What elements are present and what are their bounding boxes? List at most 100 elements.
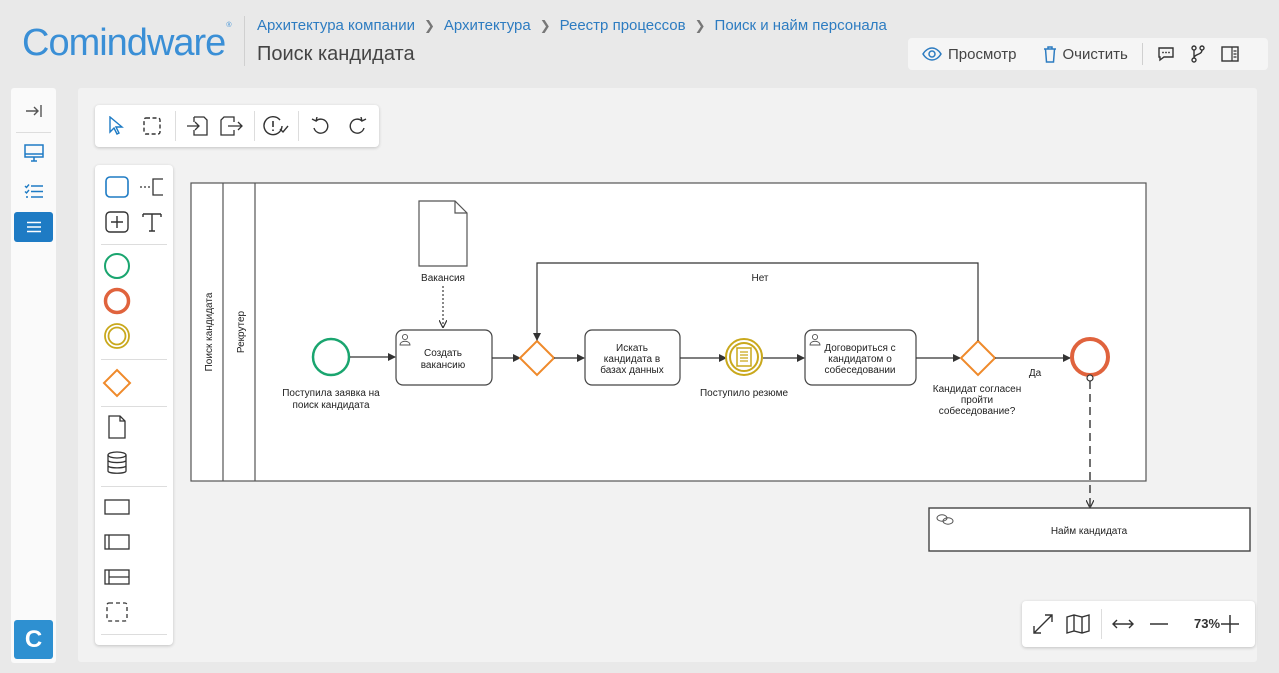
user-icon — [809, 333, 821, 346]
palette-end-event[interactable] — [102, 286, 132, 316]
merge-gateway[interactable] — [518, 339, 556, 377]
rail-item-architecture[interactable] — [14, 212, 53, 242]
properties-panel-button[interactable] — [1215, 39, 1245, 69]
page-title: Поиск кандидата — [257, 43, 415, 65]
palette-annotation[interactable] — [137, 172, 167, 202]
expand-icon — [1033, 614, 1053, 634]
task-search-label-1: Искать — [616, 343, 648, 354]
task-agree-label-3: собеседовании — [824, 364, 895, 376]
minus-icon — [1150, 623, 1168, 625]
pool[interactable]: Поиск кандидата Рекрутер — [190, 182, 1147, 482]
rail-item-desktop[interactable] — [14, 138, 53, 168]
redo-button[interactable] — [342, 111, 372, 141]
validate-icon — [263, 116, 289, 136]
fit-to-screen-button[interactable] — [1028, 609, 1058, 639]
dashed-rectangle-icon — [106, 602, 128, 622]
breadcrumb-item-company-architecture[interactable]: Архитектура компании — [257, 17, 415, 34]
undo-button[interactable] — [306, 111, 336, 141]
editor-toolbar — [95, 105, 379, 147]
pool-label: Поиск кандидата — [204, 292, 215, 371]
palette-intermediate-event[interactable] — [102, 321, 132, 351]
export-icon — [220, 116, 243, 136]
lasso-tool-button[interactable] — [137, 111, 167, 141]
toolbar-divider — [1141, 43, 1143, 65]
intermediate-message-event[interactable] — [725, 338, 763, 376]
annotation-icon — [140, 178, 163, 196]
zoom-level: 73% — [1194, 616, 1221, 631]
lane-label: Рекрутер — [236, 310, 247, 353]
toolbar-divider — [175, 111, 176, 141]
select-tool-button[interactable] — [101, 111, 131, 141]
subprocess-icon — [105, 211, 129, 233]
task-icon — [105, 176, 129, 198]
dashed-selection-icon — [143, 117, 161, 135]
trash-icon — [1043, 46, 1056, 63]
redo-icon — [349, 117, 367, 134]
palette-subprocess[interactable] — [102, 207, 132, 237]
intermediate-event-label: Поступило резюме — [700, 388, 788, 399]
header-divider — [244, 16, 245, 66]
sequence-flow-no[interactable] — [533, 262, 979, 341]
palette-selection-group[interactable] — [102, 597, 132, 627]
task-search-label-2: кандидата в — [604, 354, 660, 365]
task-create-label-1: Создать — [424, 348, 462, 359]
fit-width-button[interactable] — [1108, 609, 1138, 639]
text-icon — [142, 213, 162, 232]
flow-label-no: Нет — [751, 273, 768, 284]
rail-item-tasks[interactable] — [14, 176, 53, 206]
palette-group[interactable] — [102, 492, 132, 522]
gateway-label-2: пройти — [961, 395, 993, 406]
clear-button[interactable]: Очистить — [1043, 45, 1128, 63]
intermediate-event-icon — [104, 323, 130, 349]
zoom-out-button[interactable] — [1144, 609, 1174, 639]
pool-icon — [104, 534, 130, 550]
collapse-rail-button[interactable] — [14, 96, 53, 126]
data-object-vacancy[interactable] — [418, 200, 468, 267]
eye-icon — [922, 47, 942, 61]
task-agree-label-2: кандидатом о — [828, 354, 892, 365]
clear-button-label: Очистить — [1062, 45, 1128, 63]
user-icon — [399, 333, 411, 346]
task-search-label-3: базах данных — [600, 364, 664, 376]
breadcrumb-item-process-registry[interactable]: Реестр процессов — [559, 17, 686, 34]
rectangle-icon — [104, 499, 130, 515]
palette-pool[interactable] — [102, 527, 132, 557]
validate-button[interactable] — [261, 111, 291, 141]
palette-text[interactable] — [137, 207, 167, 237]
linked-process-hiring[interactable] — [928, 507, 1251, 552]
palette-divider — [101, 359, 167, 360]
versions-button[interactable] — [1183, 39, 1213, 69]
import-icon — [187, 116, 208, 136]
breadcrumb-item-architecture[interactable]: Архитектура — [443, 17, 531, 34]
document-icon — [736, 347, 752, 367]
end-event[interactable] — [1070, 337, 1110, 377]
view-button[interactable]: Просмотр — [922, 46, 1017, 63]
palette-start-event[interactable] — [102, 251, 132, 281]
breadcrumb-item-hiring[interactable]: Поиск и найм персонала — [714, 17, 887, 34]
start-event-icon — [104, 253, 130, 279]
app-logo-button[interactable]: C — [14, 620, 53, 659]
palette-gateway[interactable] — [102, 368, 132, 398]
decision-gateway[interactable] — [959, 339, 997, 377]
palette-data-store[interactable] — [102, 448, 132, 478]
palette-task[interactable] — [102, 172, 132, 202]
task-create-label-2: вакансию — [421, 360, 466, 371]
import-button[interactable] — [182, 111, 212, 141]
link-icon — [936, 514, 954, 525]
header-toolbar: Просмотр Очистить — [908, 38, 1268, 70]
view-button-label: Просмотр — [948, 45, 1017, 63]
export-button[interactable] — [217, 111, 247, 141]
list-lines-icon — [26, 221, 41, 233]
chevron-right-icon: ❯ — [694, 17, 706, 33]
zoom-in-button[interactable] — [1215, 609, 1245, 639]
start-event[interactable] — [311, 337, 351, 377]
minimap-button[interactable] — [1063, 609, 1093, 639]
palette-lanes[interactable] — [102, 562, 132, 592]
palette-divider — [101, 244, 167, 245]
toolbar-divider — [254, 111, 255, 141]
element-palette — [95, 165, 173, 645]
palette-data-object[interactable] — [102, 412, 132, 442]
palette-divider — [101, 486, 167, 487]
comments-button[interactable] — [1151, 39, 1181, 69]
